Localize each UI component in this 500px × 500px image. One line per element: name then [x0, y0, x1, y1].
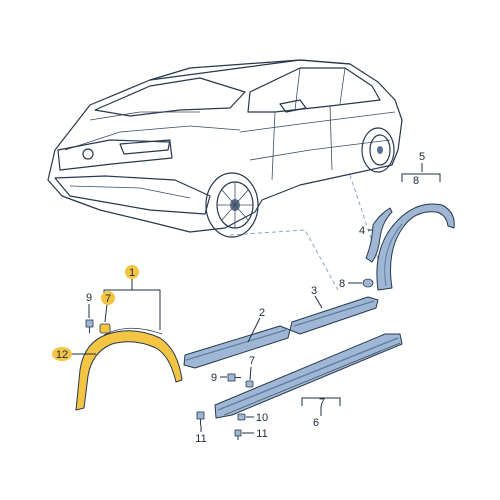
- callout-8-top[interactable]: 8: [413, 175, 419, 187]
- car-logo: [82, 148, 94, 160]
- callout-11-right[interactable]: 11: [256, 428, 267, 440]
- callout-3[interactable]: 3: [311, 285, 317, 297]
- rear-wheel-arch-trim[interactable]: [376, 203, 455, 291]
- car-grille: [57, 139, 173, 171]
- sill-panel[interactable]: [214, 333, 403, 419]
- callout-4[interactable]: 4: [359, 225, 365, 237]
- car-windshield: [94, 77, 246, 117]
- leader-dashed-sill: [229, 229, 339, 291]
- rear-quarter-trim[interactable]: [365, 207, 393, 263]
- leader-lines: [70, 163, 441, 434]
- callout-12[interactable]: 12: [52, 347, 72, 361]
- front-wheel-arch-trim[interactable]: [75, 327, 183, 411]
- callout-9-top[interactable]: 9: [86, 292, 92, 304]
- callout-2[interactable]: 2: [259, 307, 265, 319]
- car-body: [47, 59, 403, 233]
- car-side-windows: [247, 67, 381, 113]
- screw-9-mid[interactable]: [227, 373, 241, 382]
- callout-7-mid[interactable]: 7: [249, 355, 255, 367]
- screw-9-top[interactable]: [85, 319, 94, 333]
- svg-text:1: 1: [129, 267, 135, 279]
- callout-6[interactable]: 6: [313, 417, 319, 429]
- callout-8-mid[interactable]: 8: [339, 278, 345, 290]
- door-moulding-front[interactable]: [183, 325, 291, 369]
- clip-8[interactable]: [362, 278, 374, 288]
- car-illustration: [47, 59, 403, 238]
- callout-10[interactable]: 10: [256, 412, 268, 424]
- clip-7-highlight[interactable]: [99, 323, 111, 334]
- door-moulding-rear[interactable]: [289, 296, 379, 335]
- callout-5[interactable]: 5: [419, 151, 425, 163]
- callout-1[interactable]: 1: [125, 265, 139, 279]
- clip-7-mid[interactable]: [245, 380, 254, 388]
- callout-9-mid[interactable]: 9: [211, 372, 217, 384]
- screw-11-left[interactable]: [196, 411, 205, 425]
- callout-11-left[interactable]: 11: [195, 433, 206, 445]
- callout-7-bottom[interactable]: 7: [319, 397, 325, 409]
- callout-7-top[interactable]: 7: [101, 291, 115, 305]
- car-bumper: [54, 175, 211, 215]
- svg-text:12: 12: [56, 349, 68, 361]
- screw-11-right[interactable]: [234, 429, 242, 440]
- svg-text:7: 7: [105, 293, 111, 305]
- clip-10[interactable]: [237, 413, 246, 421]
- car-rear-wheel: [361, 127, 395, 173]
- car-headlight: [119, 139, 171, 155]
- car-mirror: [279, 99, 307, 113]
- car-front-wheel: [205, 172, 259, 238]
